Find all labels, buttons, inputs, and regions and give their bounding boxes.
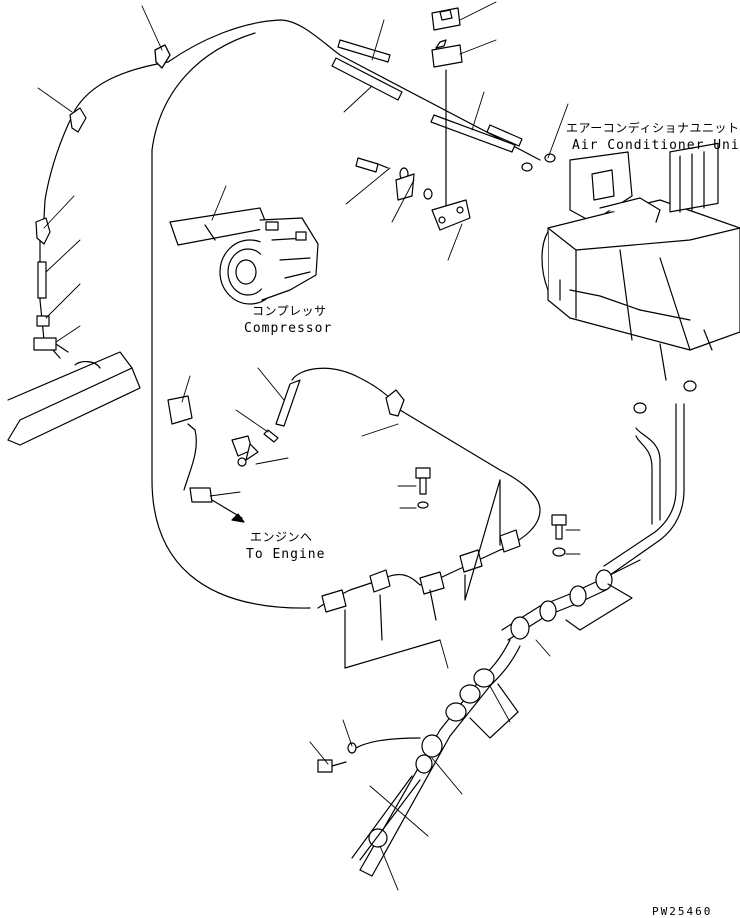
clamp-left-mid	[69, 107, 87, 133]
lower-bolt	[317, 737, 421, 773]
drain-hose-left	[635, 427, 661, 525]
left-connector	[33, 337, 69, 353]
small-pin	[263, 429, 279, 443]
ac-unit-label-jp: エアーコンディショナユニット	[566, 121, 740, 135]
to-engine-label-jp: エンジンへ	[250, 530, 313, 544]
clamp-top-left	[154, 44, 171, 69]
bracket-lower-right	[565, 583, 633, 631]
left-sleeve	[37, 261, 47, 299]
drawing-code: PW25460	[652, 905, 713, 918]
drain-hose-right	[603, 403, 685, 576]
clip-pieces	[431, 7, 463, 68]
top-sleeves	[331, 39, 523, 153]
sleeve-center	[275, 379, 301, 427]
bracket-lines	[344, 479, 501, 669]
air-conditioner-unit-drawing	[541, 142, 740, 381]
hose-clamps-right	[510, 569, 613, 640]
compressor-label-en: Compressor	[244, 321, 333, 336]
left-clip	[36, 315, 50, 327]
to-engine-label-en: To Engine	[246, 547, 326, 562]
compressor-label-jp: コンプレッサ	[252, 304, 327, 318]
clamp-left-lower	[35, 217, 51, 245]
center-clips	[321, 389, 521, 613]
lower-tube-b	[351, 775, 413, 859]
center-harness-upper	[291, 367, 541, 546]
ac-grommets	[521, 153, 697, 414]
harness-main-loop	[151, 32, 311, 609]
pressure-switch	[167, 395, 245, 523]
center-harness-lower	[317, 544, 516, 609]
ac-unit-label-en: Air Conditioner Unit	[572, 138, 740, 153]
lower-tube-a	[359, 779, 421, 861]
center-bolt-group	[355, 157, 433, 201]
frame-beam-left	[7, 351, 141, 446]
sensor-connector	[231, 435, 259, 467]
harness-top-run	[167, 19, 541, 161]
center-bolt	[415, 467, 431, 509]
clamp-bracket-right	[431, 199, 471, 231]
compressor-drawing	[169, 207, 319, 305]
harness-left-branch	[42, 61, 169, 236]
right-bolt	[551, 514, 567, 557]
bracket-lower-mid	[469, 683, 519, 739]
leader-lines	[37, 1, 581, 891]
